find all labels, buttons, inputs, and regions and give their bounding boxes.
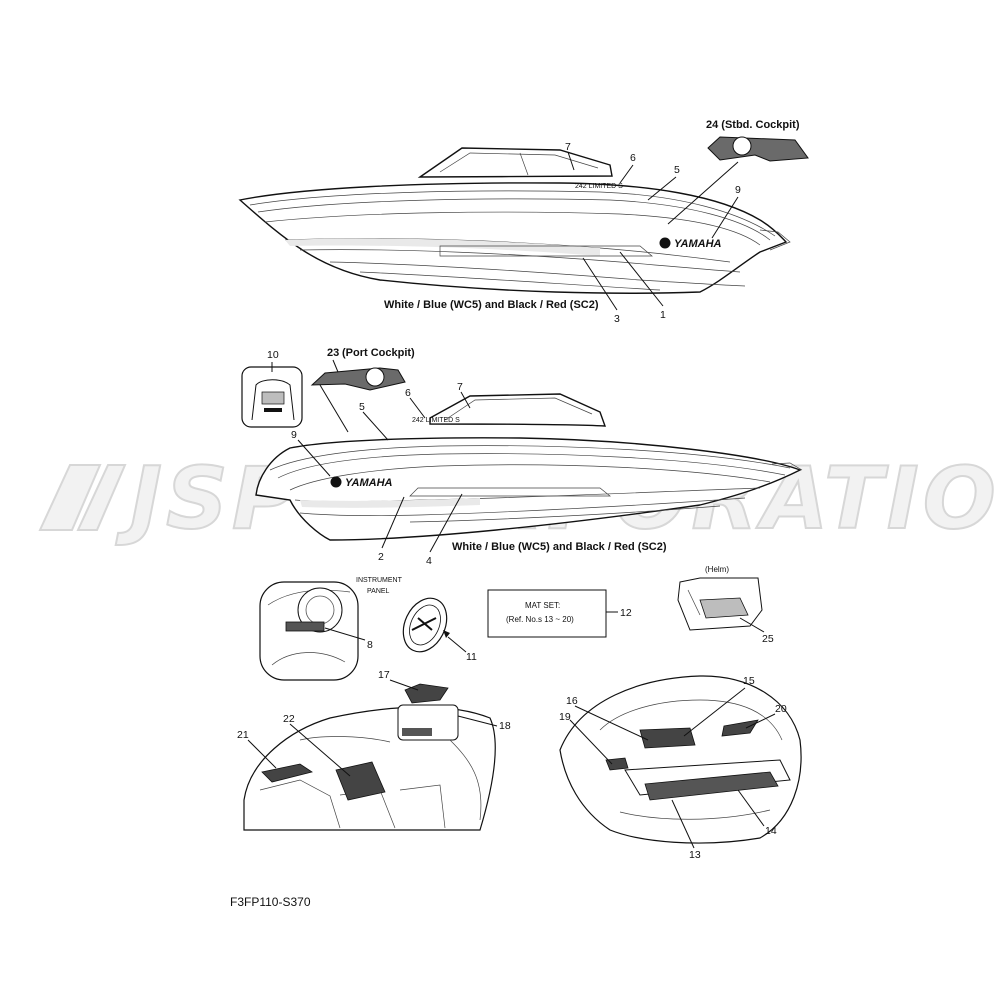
- watermark-logo-mark: [38, 464, 127, 531]
- mat-set-box: MAT SET: (Ref. No.s 13 ~ 20) 12: [487, 589, 632, 638]
- bow-interior-view: 21 22 17 18: [237, 669, 511, 831]
- item-10-inset: 10: [241, 349, 303, 428]
- callout-20: 20: [775, 703, 787, 715]
- callout-19: 19: [559, 711, 571, 723]
- diagram-code: F3FP110-S370: [230, 895, 311, 909]
- callout-17: 17: [378, 669, 390, 681]
- instrument-panel-label-1: INSTRUMENT: [356, 577, 403, 584]
- callout-25: 25: [762, 633, 774, 645]
- hull-model-text-top: 242 LIMITED S: [575, 183, 623, 190]
- callout-7-top: 7: [565, 141, 571, 153]
- mat-set-ref: (Ref. No.s 13 ~ 20): [506, 615, 574, 624]
- callout-4: 4: [426, 555, 432, 567]
- stbd-cockpit-label: 24 (Stbd. Cockpit): [706, 119, 800, 131]
- color-note-top: White / Blue (WC5) and Black / Red (SC2): [384, 299, 599, 311]
- boat-port-view: 242 LIMITED S YAMAHA: [255, 393, 803, 541]
- callouts-top: 7 6 5 9 1 3 White / Blue (WC5) and Black…: [384, 141, 741, 325]
- callout-2: 2: [378, 551, 384, 563]
- svg-text:YAMAHA: YAMAHA: [674, 238, 722, 250]
- yamaha-logo-bottom: YAMAHA: [330, 476, 393, 489]
- svg-text:YAMAHA: YAMAHA: [345, 477, 393, 489]
- yamaha-logo-top: YAMAHA: [659, 237, 722, 250]
- callout-14: 14: [765, 825, 777, 837]
- callout-5-bottom: 5: [359, 401, 365, 413]
- mat-set-title: MAT SET:: [525, 601, 560, 610]
- callout-11: 11: [466, 651, 477, 663]
- steering-wheel-part: 11: [402, 597, 477, 663]
- callout-6-top: 6: [630, 152, 636, 164]
- callout-3: 3: [614, 313, 620, 325]
- boat-starboard-view: 242 LIMITED S YAMAHA: [238, 147, 791, 294]
- callout-23: 23: [327, 347, 339, 359]
- callout-15: 15: [743, 675, 755, 687]
- color-note-bottom: White / Blue (WC5) and Black / Red (SC2): [452, 541, 667, 553]
- callout-18: 18: [499, 720, 511, 732]
- helm-part: (Helm) 25: [677, 565, 774, 645]
- instrument-panel-inset: INSTRUMENT PANEL 8: [259, 577, 403, 681]
- callout-9-bottom: 9: [291, 429, 297, 441]
- instrument-panel-label-2: PANEL: [367, 588, 390, 595]
- helm-label: (Helm): [705, 565, 729, 574]
- stbd-cockpit-decal: 24 (Stbd. Cockpit): [706, 119, 809, 162]
- callout-16: 16: [566, 695, 578, 707]
- callout-5-top: 5: [674, 164, 680, 176]
- callout-13: 13: [689, 849, 701, 861]
- callout-7-bottom: 7: [457, 381, 463, 393]
- callout-8: 8: [367, 639, 373, 651]
- hull-model-text-bottom: 242 LIMITED S: [412, 417, 460, 424]
- callout-1: 1: [660, 309, 666, 321]
- callout-10: 10: [267, 349, 279, 361]
- port-cockpit-decal: 23 (Port Cockpit): [310, 347, 415, 391]
- callout-12: 12: [620, 607, 632, 619]
- port-cockpit-label: (Port Cockpit): [342, 347, 415, 359]
- callout-21: 21: [237, 729, 249, 741]
- callout-6-bottom: 6: [405, 387, 411, 399]
- callouts-bottom: 7 6 5 9 2 4 White / Blue (WC5) and Black…: [291, 381, 667, 567]
- stern-interior-view: 16 19 15 20 13 14: [559, 675, 802, 861]
- callout-22: 22: [283, 713, 295, 725]
- callout-9-top: 9: [735, 184, 741, 196]
